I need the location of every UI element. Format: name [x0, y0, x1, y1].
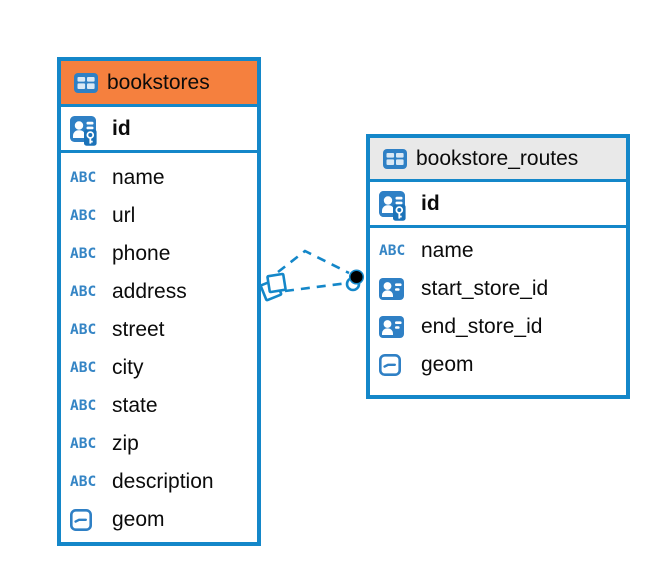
column-name: address [112, 280, 187, 303]
relationship-target-marker[interactable] [345, 269, 365, 292]
abc-icon: ABC [70, 170, 97, 186]
column-row[interactable]: geom [61, 501, 257, 539]
table-icon [74, 72, 98, 93]
column-row[interactable]: end_store_id [370, 308, 626, 346]
column-name: name [112, 166, 165, 189]
column-name: name [421, 239, 474, 262]
column-row[interactable]: ABC city [61, 349, 257, 387]
abc-icon: ABC [70, 284, 97, 300]
column-name: geom [112, 508, 165, 531]
geometry-icon [70, 509, 104, 531]
table-node-bookstores[interactable]: bookstores id ABC name ABC url [57, 57, 261, 546]
abc-icon: ABC [70, 436, 97, 452]
column-name: start_store_id [421, 277, 549, 300]
column-row[interactable]: geom [370, 346, 626, 384]
table-header-bookstore-routes[interactable]: bookstore_routes [370, 138, 626, 182]
column-row-pk[interactable]: id [370, 182, 626, 228]
column-name: zip [112, 432, 139, 455]
column-name: url [112, 204, 136, 227]
column-name: state [112, 394, 158, 417]
person-key-icon [70, 112, 104, 146]
relationship-line-start-store[interactable] [277, 249, 350, 275]
column-row[interactable]: ABC state [61, 387, 257, 425]
abc-icon: ABC [70, 208, 97, 224]
column-row[interactable]: ABC url [61, 197, 257, 235]
geometry-icon [379, 354, 413, 376]
table-header-bookstores[interactable]: bookstores [61, 61, 257, 107]
table-name: bookstores [107, 70, 210, 94]
column-row[interactable]: ABC description [61, 463, 257, 501]
column-row[interactable]: ABC phone [61, 235, 257, 273]
column-name: id [112, 116, 131, 140]
abc-icon: ABC [70, 360, 97, 376]
column-row[interactable]: ABC name [61, 159, 257, 197]
column-name: geom [421, 353, 474, 376]
column-name: id [421, 191, 440, 215]
table-columns: ABC name ABC url ABC phone ABC address A… [61, 153, 257, 539]
abc-icon: ABC [379, 243, 406, 259]
abc-icon: ABC [70, 474, 97, 490]
column-name: city [112, 356, 144, 379]
column-row[interactable]: ABC street [61, 311, 257, 349]
abc-icon: ABC [70, 246, 97, 262]
column-name: end_store_id [421, 315, 543, 338]
column-row[interactable]: ABC name [370, 232, 626, 270]
table-node-bookstore-routes[interactable]: bookstore_routes id ABC name [366, 134, 630, 399]
table-icon [383, 148, 407, 169]
relationship-source-marker[interactable] [259, 272, 287, 302]
table-columns: ABC name start_store_id end_store_id [370, 228, 626, 384]
column-row[interactable]: ABC address [61, 273, 257, 311]
abc-icon: ABC [70, 398, 97, 414]
column-row[interactable]: ABC zip [61, 425, 257, 463]
column-name: street [112, 318, 165, 341]
column-name: phone [112, 242, 171, 265]
abc-icon: ABC [70, 322, 97, 338]
relationship-line-end-store[interactable] [284, 281, 349, 293]
column-row[interactable]: start_store_id [370, 270, 626, 308]
person-ref-icon [379, 278, 413, 300]
table-name: bookstore_routes [416, 146, 579, 170]
column-name: description [112, 470, 214, 493]
person-ref-icon [379, 316, 413, 338]
column-row-pk[interactable]: id [61, 107, 257, 153]
person-key-icon [379, 187, 413, 221]
